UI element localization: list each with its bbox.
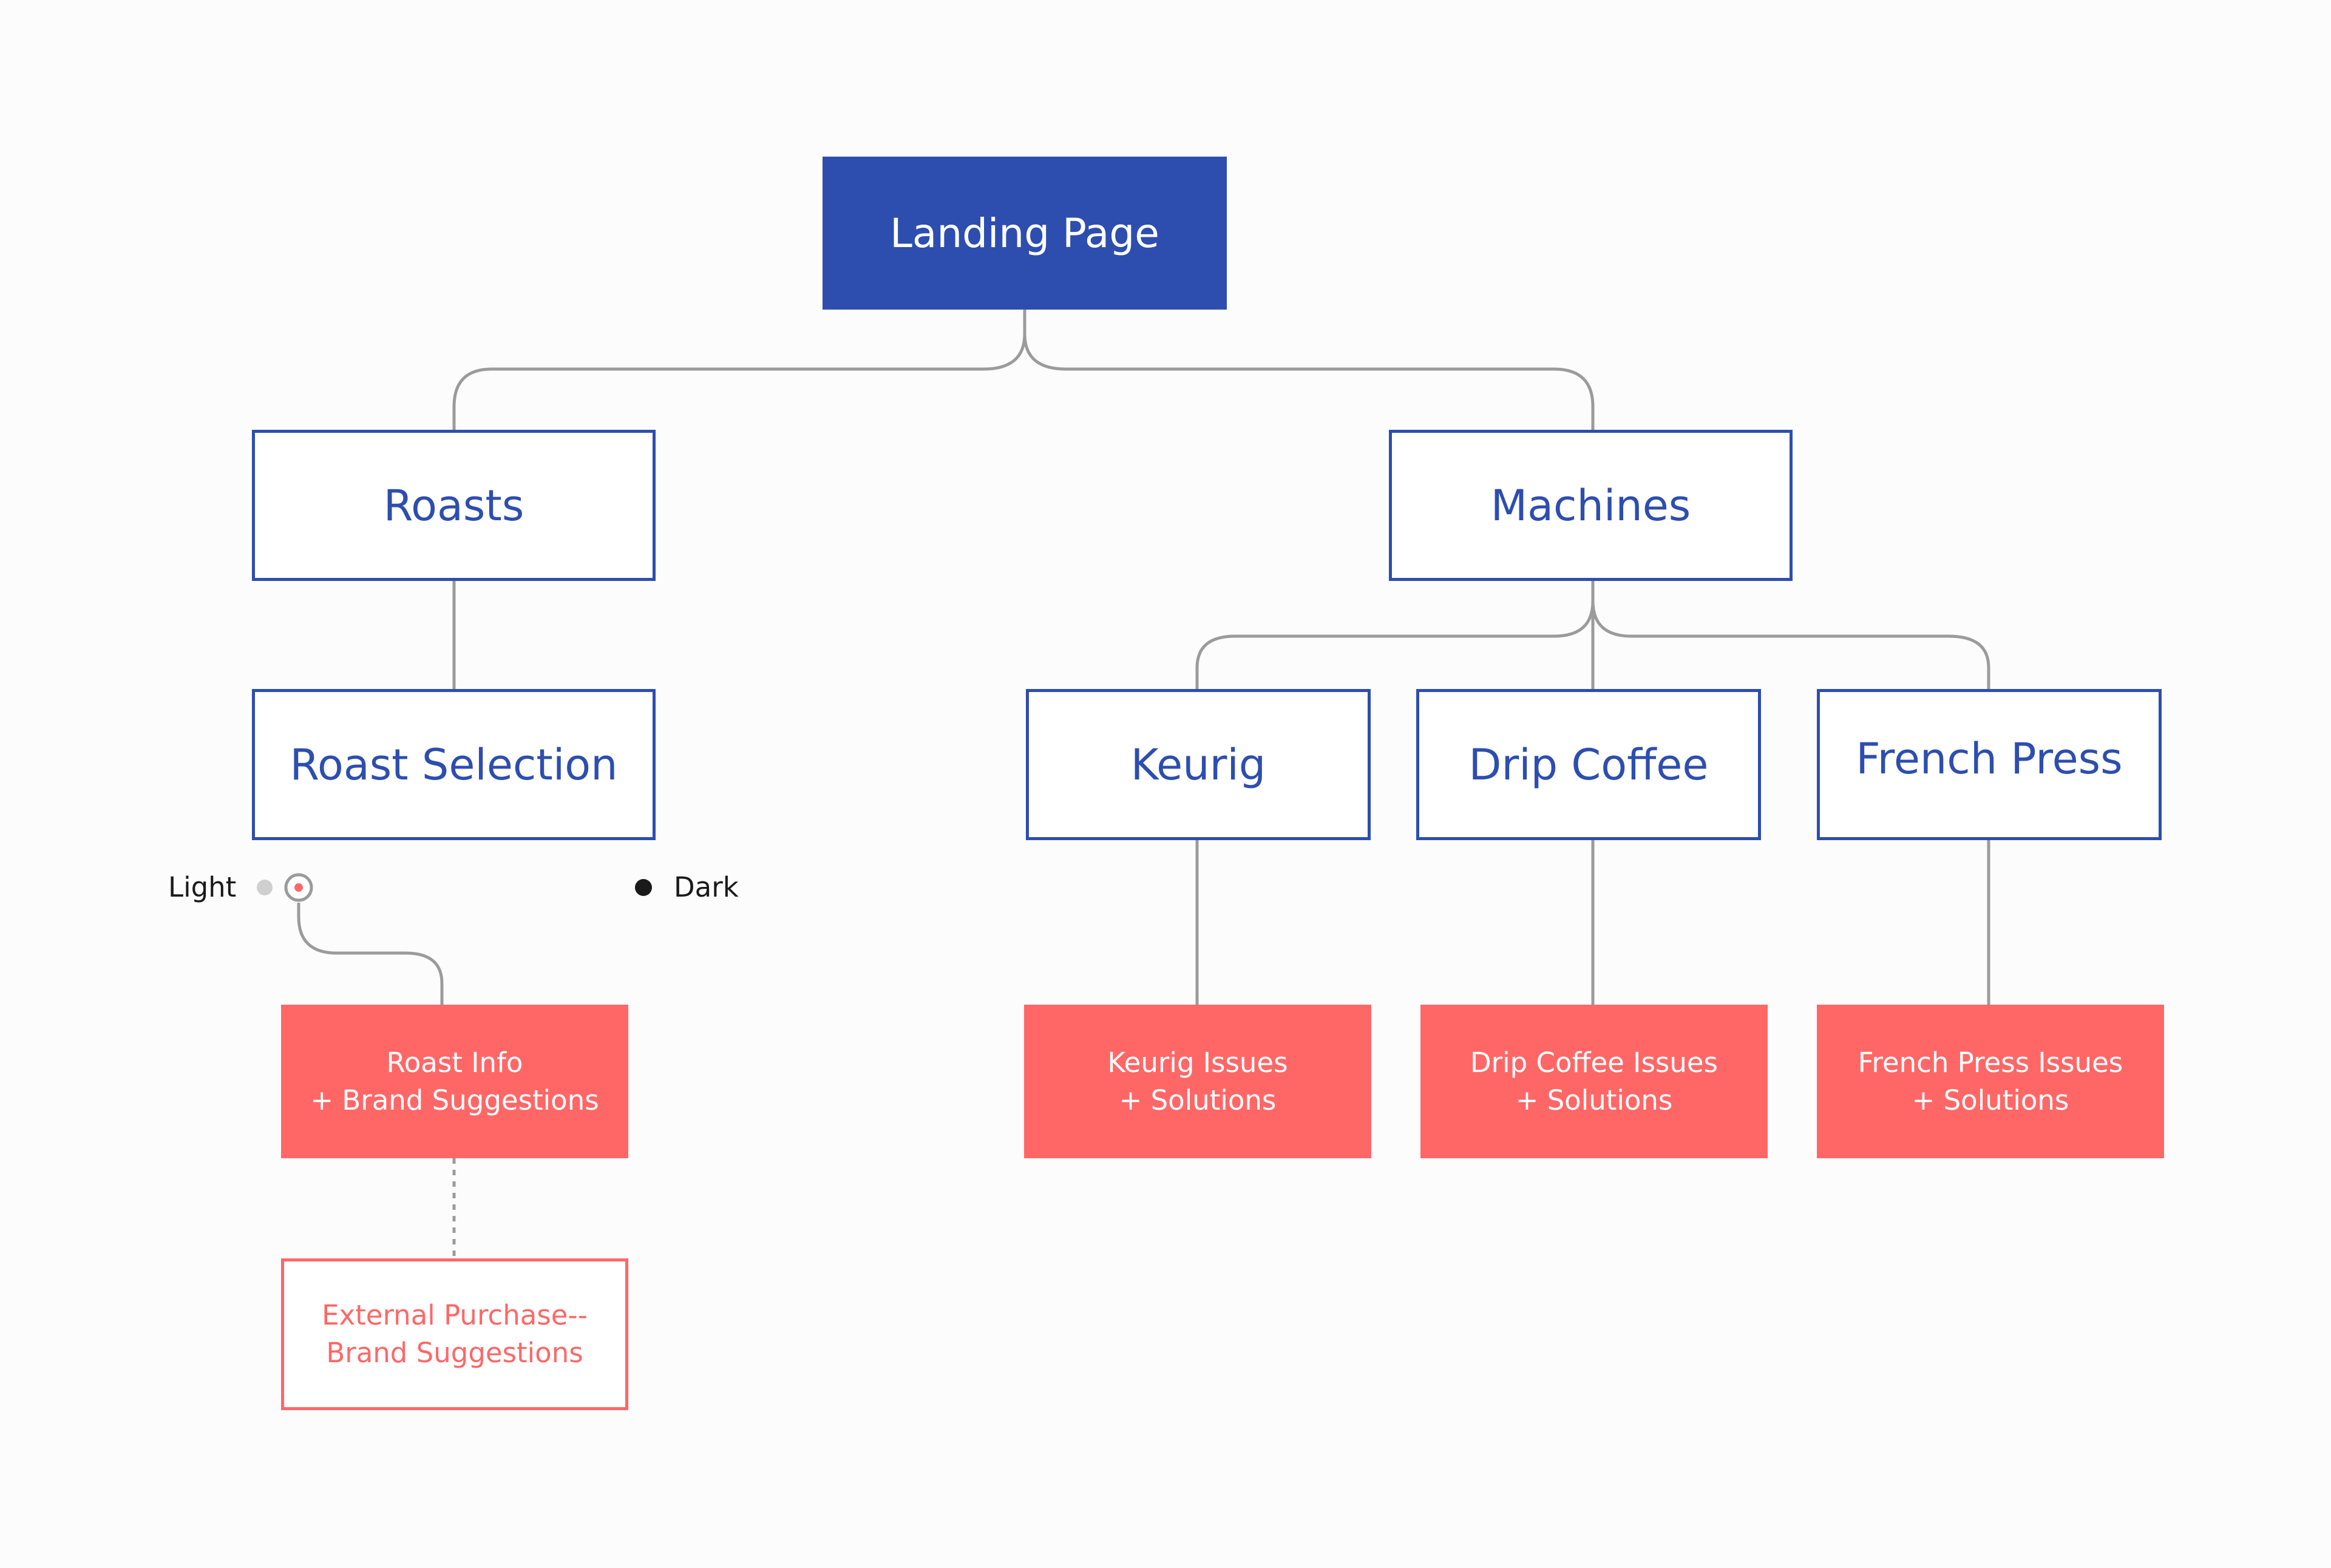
node-roast-selection[interactable]: Roast Selection [252, 689, 656, 840]
edge-slider-roastinfo [297, 903, 444, 1006]
node-keurig[interactable]: Keurig [1026, 689, 1371, 840]
node-roasts[interactable]: Roasts [252, 430, 656, 581]
edge-landing-roasts [452, 310, 1026, 431]
node-french-press[interactable]: French Press [1817, 689, 2162, 840]
node-machines[interactable]: Machines [1389, 430, 1793, 581]
node-drip-coffee-issues[interactable]: Drip Coffee Issues + Solutions [1420, 1005, 1768, 1158]
slider-light-end [257, 880, 273, 895]
node-landing-page[interactable]: Landing Page [823, 157, 1227, 310]
node-drip-coffee[interactable]: Drip Coffee [1416, 689, 1761, 840]
edge-landing-machines [1023, 333, 1595, 431]
slider-label-dark: Dark [674, 871, 739, 903]
node-roast-info[interactable]: Roast Info + Brand Suggestions [281, 1005, 628, 1158]
slider-label-light: Light [168, 871, 237, 903]
edge-machines-keurig [1195, 580, 1595, 690]
slider-handle-dot [294, 883, 303, 892]
node-keurig-issues[interactable]: Keurig Issues + Solutions [1024, 1005, 1371, 1158]
node-external-purchase[interactable]: External Purchase-- Brand Suggestions [281, 1258, 628, 1410]
slider-dark-end [635, 879, 652, 896]
edge-machines-french [1591, 600, 1990, 690]
roast-slider [257, 873, 652, 902]
node-french-press-issues[interactable]: French Press Issues + Solutions [1817, 1005, 2164, 1158]
